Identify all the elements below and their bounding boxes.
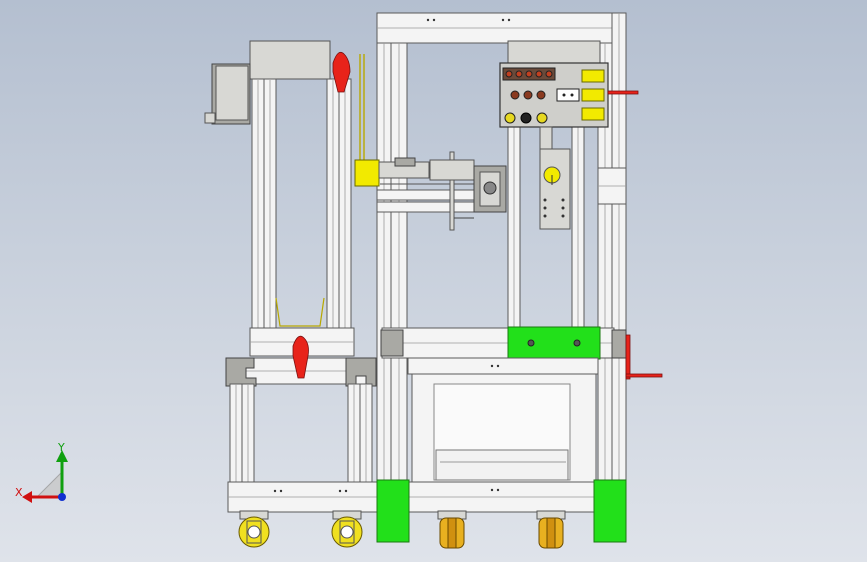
panel-top-cover bbox=[507, 40, 601, 64]
green-guide-block bbox=[507, 326, 601, 360]
yellow-display-2 bbox=[581, 88, 605, 102]
indicator-row bbox=[502, 67, 556, 81]
caster-1 bbox=[238, 510, 270, 548]
feed-rail-lower bbox=[376, 201, 478, 213]
panel-side-lever[interactable] bbox=[607, 90, 639, 95]
green-foot-right bbox=[593, 479, 627, 543]
feed-rail-upper bbox=[376, 189, 478, 201]
yellow-display-3 bbox=[581, 107, 605, 121]
lower-lever-handle[interactable] bbox=[292, 335, 309, 379]
start-button[interactable] bbox=[504, 112, 516, 124]
axis-triad bbox=[22, 450, 68, 503]
left-frame-assembly bbox=[204, 40, 379, 513]
caster-4 bbox=[536, 510, 566, 549]
knob-3[interactable] bbox=[536, 90, 546, 100]
motor-housing bbox=[249, 40, 331, 80]
top-lever-handle[interactable] bbox=[332, 51, 351, 93]
green-foot-left bbox=[376, 479, 410, 543]
mid-beam-endcap bbox=[380, 329, 404, 357]
lamp-bracket bbox=[539, 126, 571, 230]
yellow-display-1 bbox=[581, 69, 605, 83]
lower-tray bbox=[435, 449, 569, 481]
yellow-feed-block bbox=[354, 159, 380, 187]
under-beam-rail bbox=[407, 357, 599, 375]
knob-1[interactable] bbox=[510, 90, 520, 100]
main-frame-assembly bbox=[376, 12, 627, 543]
axis-label-x: X bbox=[15, 486, 23, 499]
caster-3 bbox=[437, 510, 467, 549]
knob-2[interactable] bbox=[523, 90, 533, 100]
digital-display bbox=[556, 88, 580, 102]
reset-button[interactable] bbox=[536, 112, 548, 124]
control-panel[interactable] bbox=[499, 40, 639, 128]
side-motor-face bbox=[215, 65, 249, 121]
stop-button[interactable] bbox=[520, 112, 532, 124]
side-crank-handle[interactable] bbox=[611, 329, 663, 380]
motor-bracket bbox=[204, 112, 216, 124]
feed-mechanism bbox=[354, 151, 507, 231]
axis-label-y: Y bbox=[58, 441, 65, 454]
caster-2 bbox=[331, 510, 363, 548]
